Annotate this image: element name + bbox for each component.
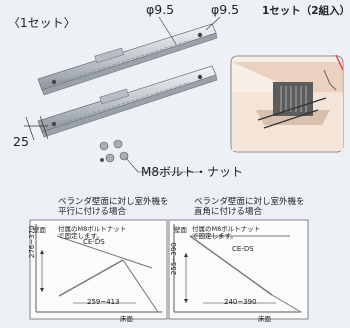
diagram-right-horizontal-dim: 240~390 — [224, 298, 257, 306]
hole-diameter-b: φ9.5 — [211, 2, 240, 17]
set-info: 1セット（2組入） — [262, 5, 350, 17]
width-dimension — [24, 115, 49, 141]
diagram-left-note-line1: 付属のM8ボルトナット — [58, 225, 127, 233]
diagram-right-title-line1: ベランダ壁面に対し室外機を — [194, 197, 305, 207]
diagram-right-title-line2: 直角に付ける場合 — [194, 207, 263, 217]
bracket-upper — [37, 23, 218, 96]
installation-illustration — [230, 54, 344, 153]
hole-diameter-a: φ9.5 — [146, 2, 175, 17]
diagram-left-horizontal-dim: 259~413 — [87, 298, 120, 306]
diagram-left-vertical-dim: 276~370 — [28, 225, 36, 258]
diagram-left-title: ベランダ壁面に対し室外機を 平行に付ける場合 — [58, 197, 169, 217]
diagram-left-wall-label: 壁面 — [33, 226, 46, 234]
diagram-left-floor-label: 床面 — [120, 315, 133, 323]
diagram-right-title: ベランダ壁面に対し室外機を 直角に付ける場合 — [194, 197, 305, 217]
diagram-right-graphic — [168, 219, 309, 320]
diagram-left-note-line2: で固定します。 — [58, 232, 103, 240]
diagram-right-wall-label: 壁面 — [174, 226, 187, 234]
bracket-lower — [37, 65, 218, 138]
diagram-left-product-code: CE-DS — [83, 238, 105, 246]
diagram-right-product-code: CE-DS — [232, 245, 254, 253]
width-dimension-label: 25 — [13, 134, 29, 149]
diagram-left-title-line2: 平行に付ける場合 — [58, 207, 127, 217]
diagram-left-graphic — [29, 219, 168, 320]
diagram-right-floor-label: 床面 — [258, 315, 271, 323]
diagram-right-vertical-dim: 255~390 — [170, 242, 178, 275]
bolt-nut-label: M8ボルト・ナット — [141, 165, 243, 179]
bolt-nut-set — [99, 139, 200, 173]
set-title: 〈1セット〉 — [8, 16, 76, 30]
diagram-left-title-line1: ベランダ壁面に対し室外機を — [58, 197, 169, 207]
diagram-right-note-line1: 付属のM8ボルトナット — [192, 225, 261, 233]
diagram-right-note-line2: で固定します。 — [192, 232, 237, 240]
